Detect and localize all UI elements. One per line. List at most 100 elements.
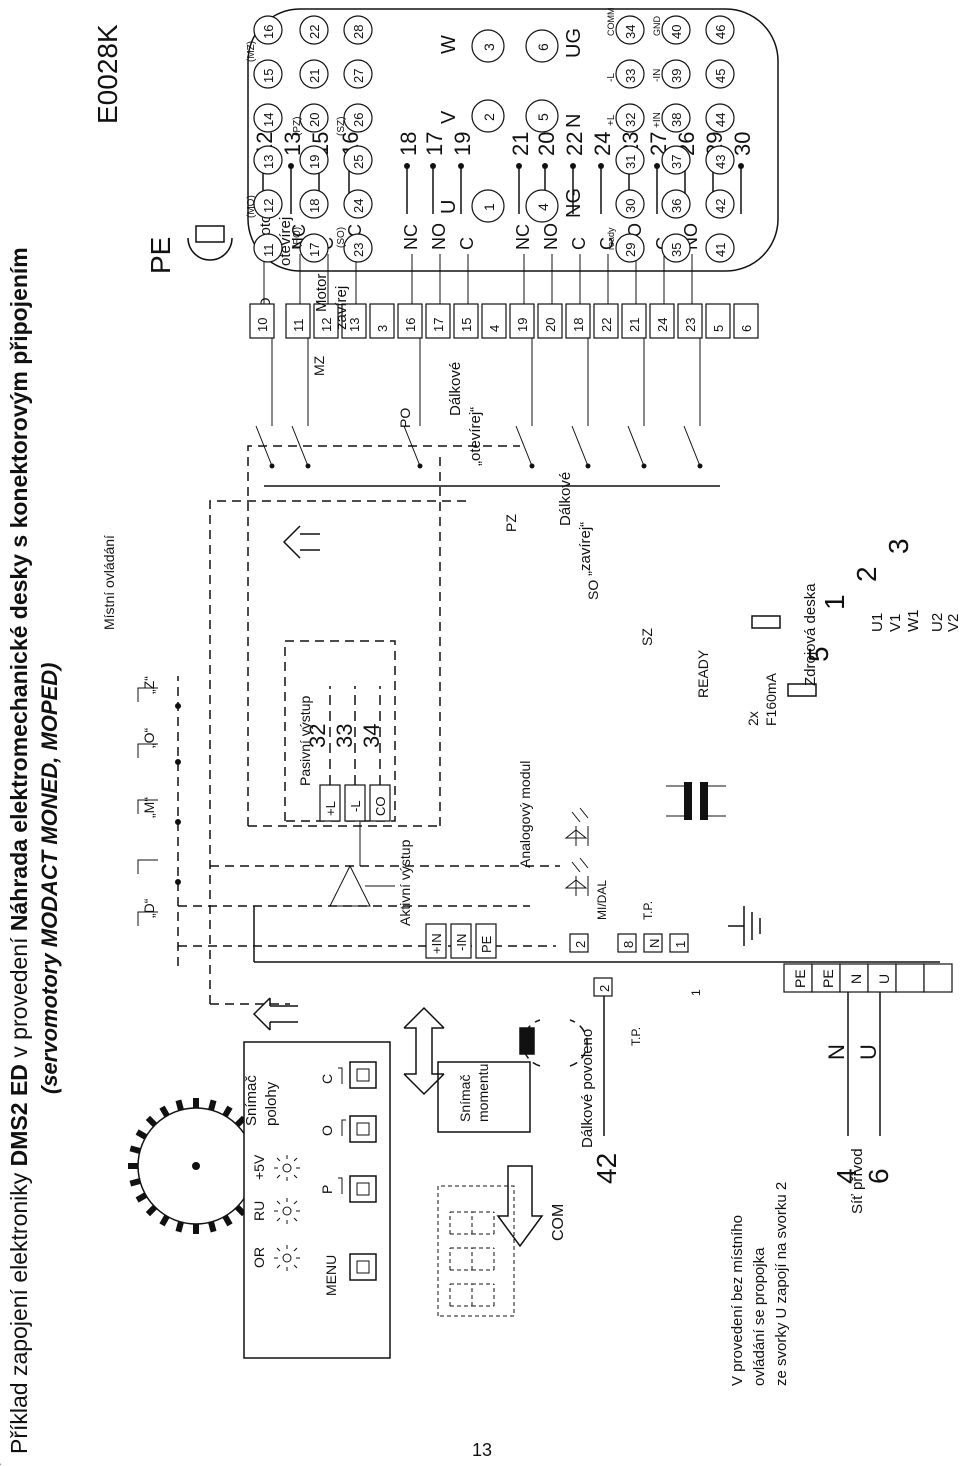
inner-terminal-label: 24 [655,318,670,332]
inner-terminal-label: 19 [515,318,530,332]
inner-terminal [285,303,311,339]
gear-tooth [129,1145,141,1154]
supply-n: N [848,974,864,984]
top-label: TOP [0,1463,2,1465]
connector-pin-label: 38 [669,113,684,127]
connector-pin [343,145,373,175]
relay-contact [515,338,533,467]
c-button[interactable] [349,1061,377,1089]
inner-terminal-label: 16 [403,318,418,332]
term-6: 6 [863,1168,894,1184]
output-wire-end [430,163,436,169]
connector-big-pin-label: 1 [481,203,497,211]
inner-terminal [397,303,423,339]
c-arrow-icon [338,1067,343,1084]
connector-pin-label: 45 [713,69,728,83]
contact-type: C [457,237,477,250]
connector-supply-label: N [563,114,585,128]
relay-outputs [255,338,720,487]
led-5v-icon [274,1155,300,1181]
bottom-7: 7 [0,1464,2,1465]
gear-tooth [145,1204,158,1217]
p-button[interactable] [349,1175,377,1203]
switch-z-label: „Z“ [141,676,157,694]
bottom-3: 3 [883,538,914,554]
local-term-2: 2 [573,941,588,948]
passive-wires [329,686,381,785]
output-wire-end [654,163,660,169]
menu-button[interactable] [349,1253,377,1281]
connector-pin [253,233,283,263]
contact-type: NC [401,224,421,250]
inner-terminal [509,303,535,339]
connector-pin [661,59,691,89]
passive-output-label: Pasivní výstup [297,696,313,786]
term-2 [593,977,613,997]
inner-terminal [733,303,759,339]
passive-term-32: 32 [305,724,330,748]
connector-big-pin-label: 5 [535,113,551,121]
output-terminal: 18 [396,132,421,156]
connector-big-pin-label: 4 [535,203,551,211]
inner-terminal [313,303,339,339]
connector-big-pin-label: 6 [535,43,551,51]
term-42: 42 [591,1153,622,1184]
contact-type: NO [541,223,561,250]
position-sensor-label-2: polohy [263,1081,280,1126]
connector-pin [661,189,691,219]
connector-pin [299,189,329,219]
connector-pin-label: 43 [713,155,728,169]
contact-type: NO [429,223,449,250]
gear-tooth [222,1105,233,1118]
connector-pin [705,189,735,219]
supply-board-label: Zdrojová deska [802,583,819,686]
connector-pin [615,189,645,219]
o-arrow-icon [341,1119,346,1136]
connector-pin-label: 36 [669,199,684,213]
connector-group-label: (SZ) [336,117,347,136]
gear-tooth [208,1221,217,1233]
led-5v-label: +5V [251,1154,267,1180]
connector-pin [615,103,645,133]
supply-u: U [876,974,892,984]
inner-terminal-label: 4 [487,325,502,332]
connector-group-label: +L [606,114,617,126]
relay-sz: SZ [639,628,655,646]
relay-ready: READY [695,649,711,698]
connector-phase-label: V [438,110,460,124]
output-wire-end [542,163,548,169]
inner-terminal-label: 17 [431,318,446,332]
optocoupler-icon [564,807,589,896]
com-label: COM [550,1204,567,1241]
connector-pin-label: 17 [307,243,322,257]
connector-pin [253,189,283,219]
inner-terminal-label: 15 [459,318,474,332]
fuse-rating: F160mA [763,672,779,726]
connector-small-label: GND [652,16,662,37]
output-wire-end [458,163,464,169]
gear-tooth [208,1099,217,1111]
connector-big-pin [471,29,505,63]
connector-pin-label: 46 [713,25,728,39]
remote-close-label-2: „zavírej“ [577,522,594,576]
note-line-2: ovládání se propojka [751,1247,768,1386]
connector-pin-label: 30 [623,199,638,213]
rotation-icon [519,1019,588,1067]
connector-pin-label: 44 [713,113,728,127]
tp-label: T.P. [641,901,655,920]
analog-dash-frame-bottom [248,456,441,827]
connector-pin [253,59,283,89]
inner-terminal [369,303,395,339]
inner-terminal-label: 11 [291,319,306,333]
connector-big-pin [471,189,505,223]
output-terminal: 20 [534,132,559,156]
mains-wires [847,986,881,1136]
bus-arrow-icon [252,997,298,1031]
inner-terminal [453,303,479,339]
inner-terminal-label: 13 [347,318,362,332]
connector-phase-label: U [438,200,460,214]
o-button[interactable] [349,1115,377,1143]
inner-terminal-label: 21 [627,318,642,332]
mains-n: N [824,1044,849,1060]
bottom-n: N [0,1464,2,1465]
